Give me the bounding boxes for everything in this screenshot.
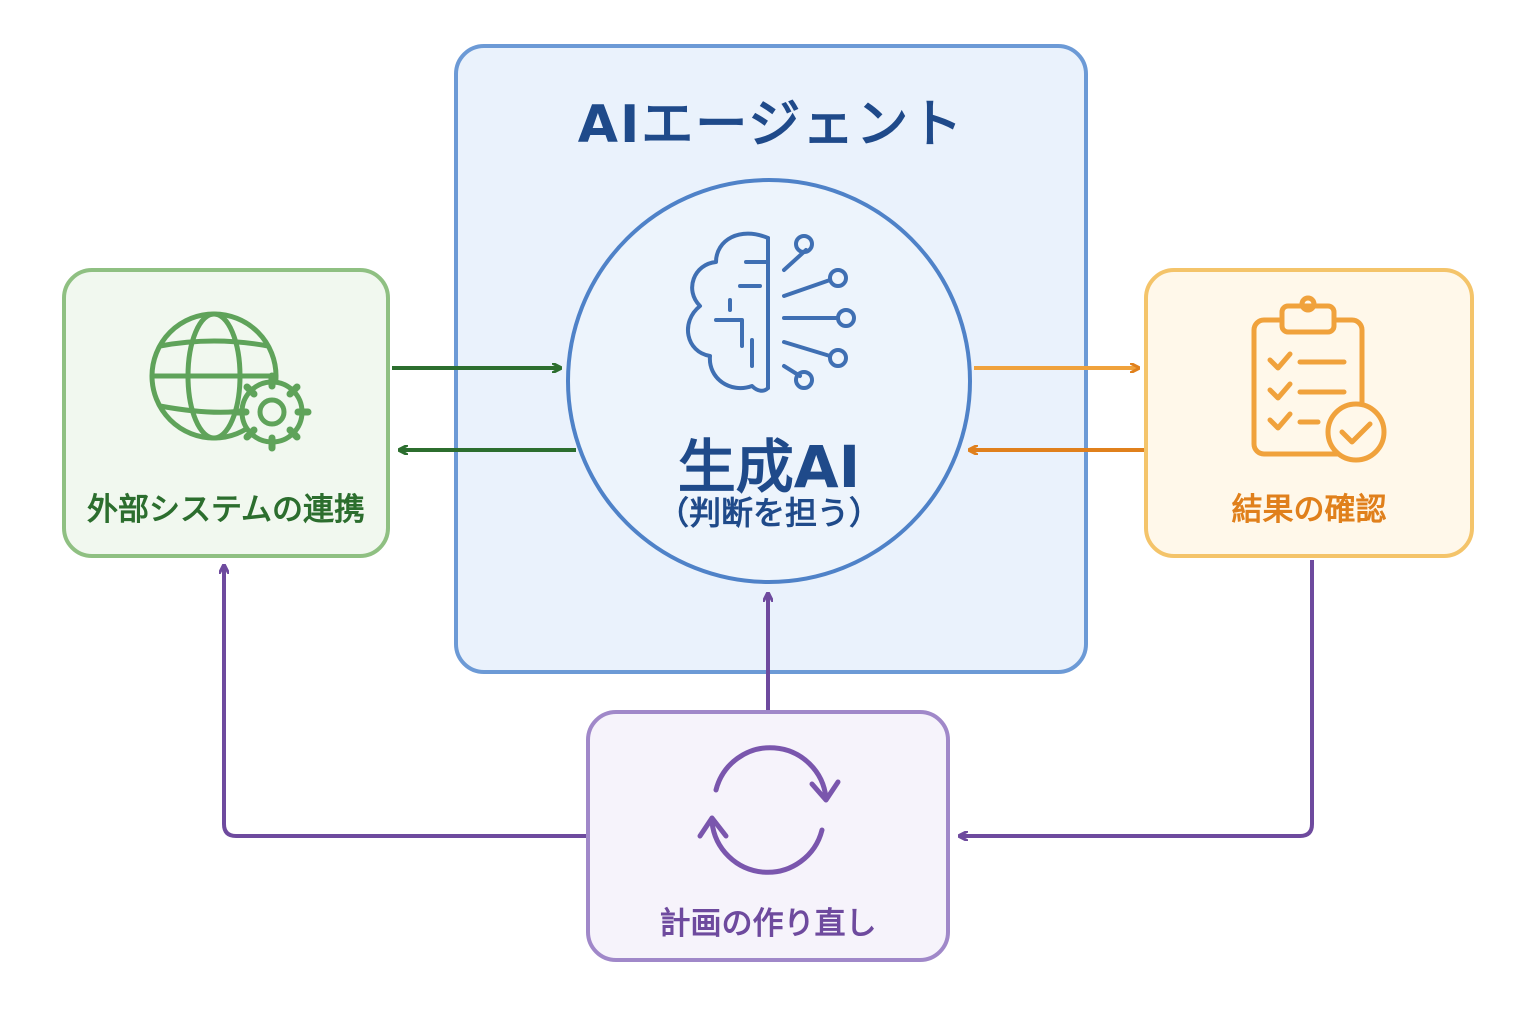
refresh-cycle-icon	[697, 745, 841, 875]
replan-node: 計画の作り直し	[586, 710, 950, 962]
agent-title: AIエージェント	[577, 95, 965, 155]
replan-label: 計画の作り直し	[659, 906, 877, 942]
core-title: 生成AI	[677, 433, 861, 501]
arrow-replan-to-external	[224, 566, 586, 838]
brain-circuit-icon	[686, 231, 856, 393]
result-label: 結果の確認	[1231, 492, 1387, 528]
clipboard-check-icon	[1251, 295, 1387, 463]
external-label: 外部システムの連携	[86, 492, 366, 528]
globe-gear-icon	[149, 311, 312, 452]
core-subtitle: （判断を担う）	[656, 494, 881, 532]
arrow-result-to-replan	[960, 560, 1314, 836]
